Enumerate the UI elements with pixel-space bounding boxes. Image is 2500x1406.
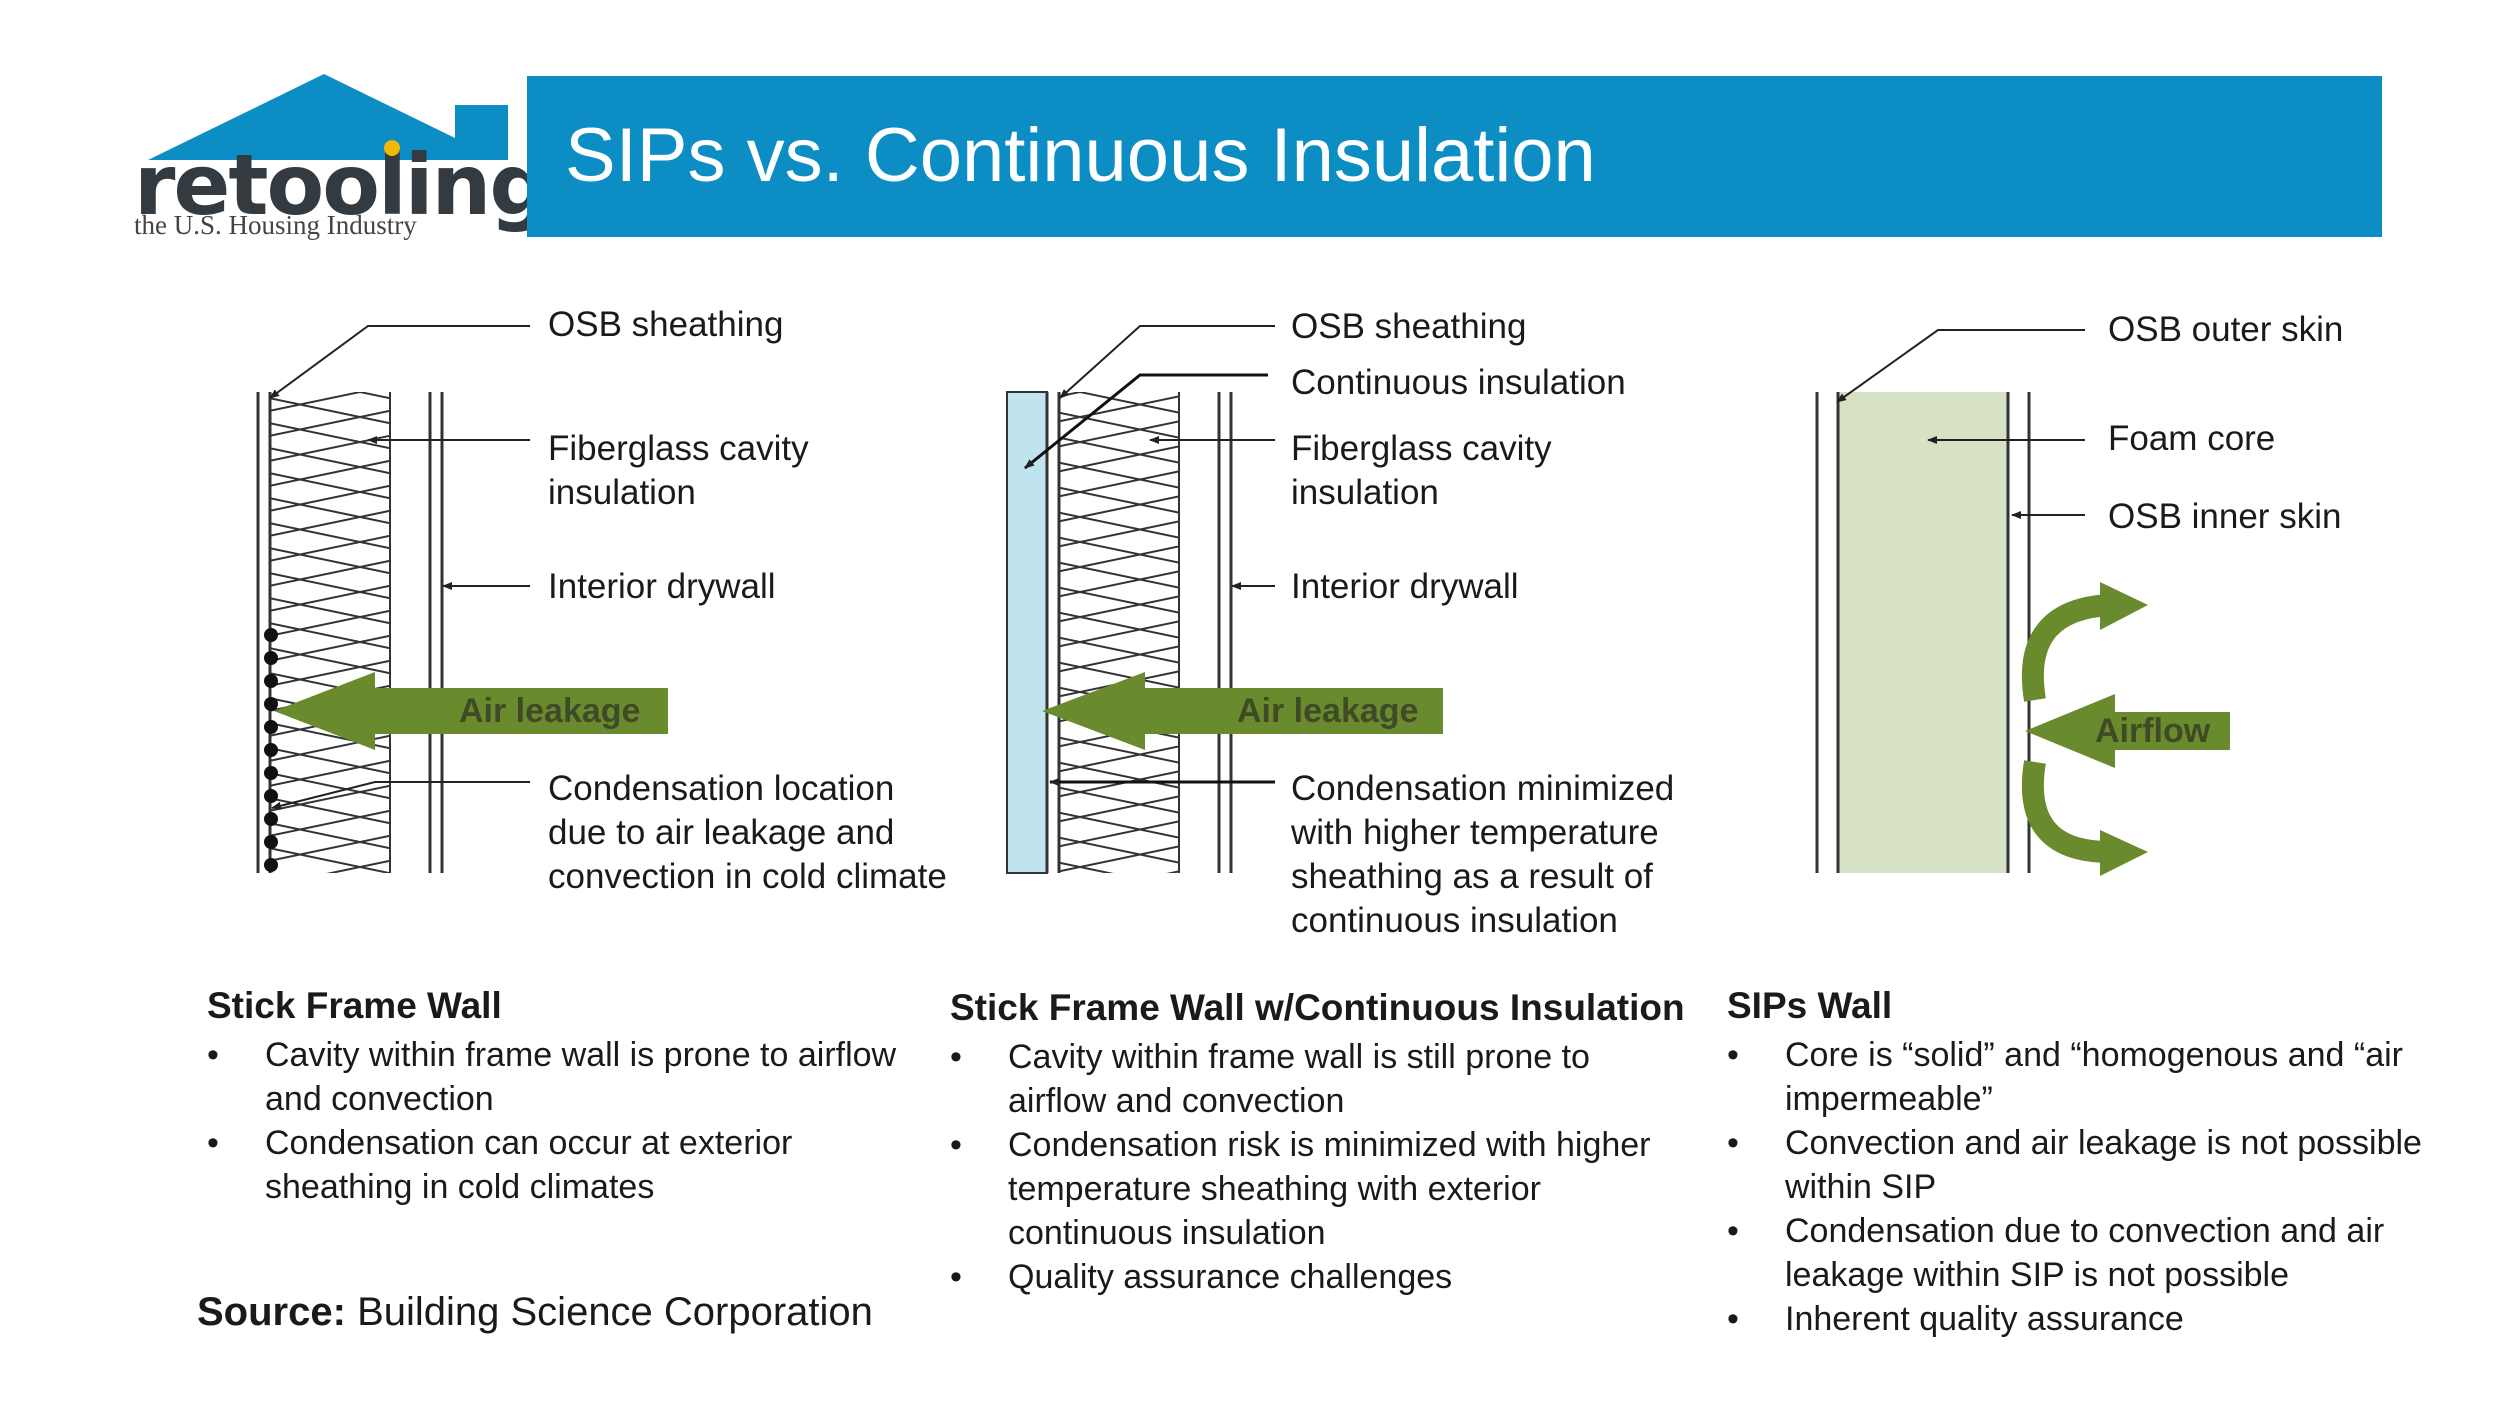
air-leakage-label: Air leakage	[1237, 692, 1418, 730]
bullet-item: •Condensation risk is minimized with hig…	[950, 1126, 1651, 1252]
condensation-dots	[264, 628, 278, 872]
air-leakage-arrow	[274, 672, 668, 750]
page-title: SIPs vs. Continuous Insulation	[565, 113, 1596, 198]
bullet-item: •Convection and air leakage is not possi…	[1727, 1124, 2422, 1206]
label-osb-sheathing: OSB sheathing	[548, 305, 783, 344]
column-continuous-insulation: Stick Frame Wall w/Continuous Insulation…	[950, 987, 1690, 1299]
logo-wordmark: retooling	[134, 136, 528, 234]
label-condensation-minimized: Condensation minimized	[1291, 769, 1674, 808]
title-bar: SIPs vs. Continuous Insulation	[527, 76, 2382, 237]
label-fiberglass-cavity: Fiberglass cavity	[1291, 429, 1552, 468]
label-osb-sheathing: OSB sheathing	[1291, 307, 1526, 346]
label-fiberglass-cavity: Fiberglass cavity	[548, 429, 809, 468]
continuous-insulation-wall-diagram: Air leakage OSB sheathing Continuous ins…	[1006, 307, 1674, 940]
label-condensation-location: Condensation location	[548, 769, 894, 808]
column-title: SIPs Wall	[1727, 985, 1893, 1026]
air-leakage-label: Air leakage	[459, 692, 640, 730]
label-continuous-insulation: Continuous insulation	[1291, 363, 1626, 402]
airflow-label: Airflow	[2095, 712, 2211, 750]
label-interior-drywall: Interior drywall	[1291, 567, 1519, 606]
label-condensation-location-3: convection in cold climate	[548, 857, 947, 896]
bullet-list: •Cavity within frame wall is prone to ai…	[207, 1033, 947, 1209]
bullet-list: •Core is “solid” and “homogenous and “ai…	[1727, 1033, 2467, 1341]
house-roof-icon: retooling the U.S. Housing Industry	[134, 74, 549, 240]
column-sips-wall: SIPs Wall •Core is “solid” and “homogeno…	[1727, 985, 2467, 1341]
logo-dot	[384, 140, 400, 156]
label-interior-drywall: Interior drywall	[548, 567, 776, 606]
bullet-item: •Cavity within frame wall is still prone…	[950, 1038, 1590, 1120]
continuous-insulation-layer	[1006, 391, 1048, 874]
foam-core	[1838, 392, 2008, 873]
retooling-logo: retooling the U.S. Housing Industry	[128, 70, 549, 250]
label-osb-inner-skin: OSB inner skin	[2108, 497, 2341, 536]
bullet-list: •Cavity within frame wall is still prone…	[950, 1035, 1690, 1299]
fiberglass-batt	[270, 392, 390, 873]
column-title: Stick Frame Wall	[207, 985, 502, 1026]
label-fiberglass-cavity-2: insulation	[548, 473, 696, 512]
bullet-item: •Cavity within frame wall is prone to ai…	[207, 1036, 897, 1118]
air-leakage-arrow	[1042, 672, 1443, 750]
logo-tagline: the U.S. Housing Industry	[134, 210, 417, 240]
source-label: Source:	[197, 1290, 346, 1334]
source-citation: Source: Building Science Corporation	[197, 1290, 873, 1335]
column-title: Stick Frame Wall w/Continuous Insulation	[950, 987, 1685, 1028]
airflow-arrows	[2021, 582, 2230, 876]
label-condensation-minimized-3: sheathing as a result of	[1291, 857, 1653, 896]
stick-frame-wall-diagram: Air leakage OSB sheathing Fiberglass cav…	[256, 305, 947, 896]
bullet-item: •Core is “solid” and “homogenous and “ai…	[1727, 1036, 2403, 1118]
label-osb-outer-skin: OSB outer skin	[2108, 310, 2343, 349]
sips-wall-diagram: Airflow OSB outer skin Foam core OSB inn…	[1815, 310, 2343, 876]
label-condensation-minimized-4: continuous insulation	[1291, 901, 1618, 940]
label-foam-core: Foam core	[2108, 419, 2275, 458]
bullet-item: •Quality assurance challenges	[950, 1258, 1453, 1296]
fiberglass-batt	[1059, 392, 1179, 873]
column-stick-frame: Stick Frame Wall •Cavity within frame wa…	[207, 985, 947, 1209]
label-condensation-minimized-2: with higher temperature	[1290, 813, 1659, 852]
source-text: Building Science Corporation	[357, 1290, 873, 1334]
label-fiberglass-cavity-2: insulation	[1291, 473, 1439, 512]
label-condensation-location-2: due to air leakage and	[548, 813, 894, 852]
bullet-item: •Inherent quality assurance	[1727, 1300, 2184, 1338]
